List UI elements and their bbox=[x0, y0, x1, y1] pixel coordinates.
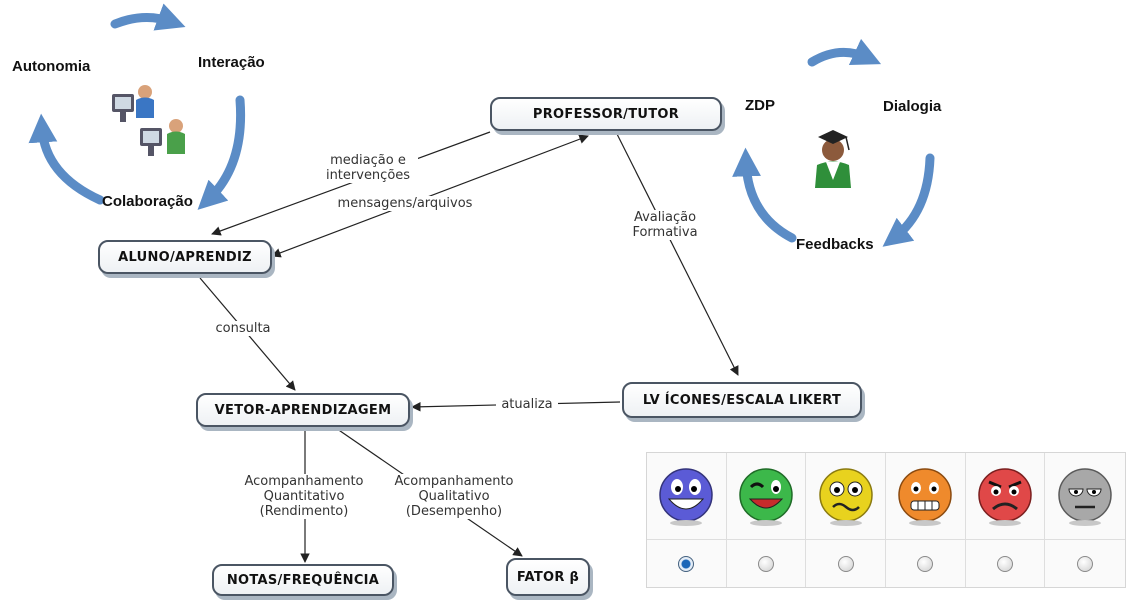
cycle-arrow-top-left bbox=[110, 3, 186, 31]
label-dialogia: Dialogia bbox=[883, 98, 942, 115]
likert-radio-6[interactable] bbox=[1077, 555, 1094, 572]
edge-professor-to-aluno bbox=[211, 131, 491, 236]
edge-label-avaliacao: Avaliação Formativa bbox=[625, 210, 705, 240]
yellow-worried-face-icon bbox=[818, 468, 873, 526]
likert-face-cell bbox=[727, 453, 807, 539]
likert-option-5[interactable] bbox=[965, 539, 1046, 587]
cycle-arrow-left-right bbox=[732, 147, 797, 243]
edge-label-mensagens: mensagens/arquivos bbox=[330, 196, 480, 211]
green-wink-face-icon bbox=[739, 468, 793, 526]
likert-face-cell bbox=[1045, 453, 1125, 539]
node-aluno-aprendiz: ALUNO/APRENDIZ bbox=[98, 240, 272, 274]
gray-bored-face-icon bbox=[1058, 468, 1112, 526]
likert-face-cell bbox=[966, 453, 1046, 539]
students-computers-icon bbox=[112, 85, 185, 156]
blue-grin-face-icon bbox=[659, 468, 714, 526]
edge-label-quantitativo: Acompanhamento Quantitativo (Rendimento) bbox=[236, 474, 372, 519]
label-colaboracao: Colaboração bbox=[102, 193, 193, 210]
graduate-icon bbox=[815, 130, 851, 188]
node-vetor-aprendizagem: VETOR-APRENDIZAGEM bbox=[196, 393, 410, 427]
likert-option-6[interactable] bbox=[1045, 539, 1125, 587]
label-autonomia: Autonomia bbox=[12, 58, 91, 75]
label-feedbacks: Feedbacks bbox=[796, 236, 874, 253]
likert-option-3[interactable] bbox=[806, 539, 886, 587]
likert-option-4[interactable] bbox=[885, 539, 966, 587]
right-cycle-arrows bbox=[732, 38, 935, 247]
likert-scale bbox=[646, 452, 1126, 588]
orange-grimace-face-icon bbox=[898, 468, 953, 526]
likert-radio-4[interactable] bbox=[917, 555, 934, 572]
cycle-arrow-right-left bbox=[197, 95, 246, 210]
likert-radio-2[interactable] bbox=[757, 555, 774, 572]
label-interacao: Interação bbox=[198, 54, 265, 71]
cycle-arrow-left-left bbox=[28, 113, 105, 205]
edge-label-qualitativo: Acompanhamento Qualitativo (Desempenho) bbox=[384, 474, 524, 519]
likert-radio-3[interactable] bbox=[837, 555, 854, 572]
edge-label-mediacao: mediação e intervenções bbox=[318, 153, 418, 183]
node-fator-beta: FATOR β bbox=[506, 558, 590, 596]
cycle-arrow-top-right bbox=[807, 38, 882, 67]
likert-face-cell bbox=[886, 453, 966, 539]
node-notas-frequencia: NOTAS/FREQUÊNCIA bbox=[212, 564, 394, 596]
edge-label-atualiza: atualiza bbox=[496, 397, 558, 412]
likert-face-cell bbox=[647, 453, 727, 539]
red-angry-face-icon bbox=[978, 468, 1032, 526]
left-cycle-arrows bbox=[28, 3, 246, 210]
likert-radio-1[interactable] bbox=[678, 555, 695, 572]
likert-option-2[interactable] bbox=[726, 539, 807, 587]
likert-radio-5[interactable] bbox=[996, 555, 1013, 572]
node-lv-icones: LV ÍCONES/ESCALA LIKERT bbox=[622, 382, 862, 418]
node-professor-tutor: PROFESSOR/TUTOR bbox=[490, 97, 722, 131]
edge-label-consulta: consulta bbox=[212, 321, 274, 336]
likert-face-cell bbox=[806, 453, 886, 539]
likert-option-1[interactable] bbox=[647, 539, 727, 587]
edge-professor-to-lv bbox=[616, 133, 739, 376]
label-zdp: ZDP bbox=[745, 97, 775, 114]
cycle-arrow-right-right bbox=[882, 153, 935, 247]
